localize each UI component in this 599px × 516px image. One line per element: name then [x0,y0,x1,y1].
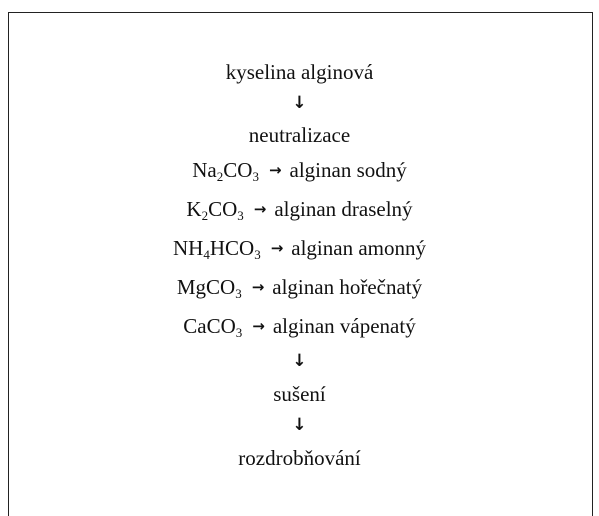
product-label: alginan amonný [291,236,426,260]
reagent-formula: K2CO3 [186,197,244,223]
reagent-formula: NH4HCO3 [173,236,261,262]
arrow-right-icon: → [253,200,267,218]
arrow-down-2: ↓ [292,351,307,371]
arrow-down-3: ↓ [292,415,307,435]
arrow-right-icon: → [252,317,265,335]
arrow-down-1: ↓ [292,93,307,113]
start-node: kyselina alginová [225,60,374,84]
arrow-right-icon: → [268,161,282,179]
reagent-formula: MgCO3 [176,275,242,301]
product-label: alginan draselný [274,197,413,221]
reagent-formula: CaCO3 [183,314,243,340]
arrow-right-icon: → [270,239,284,257]
reagent-formula: Na2CO3 [192,158,259,184]
product-label: alginan vápenatý [272,314,416,338]
drying-node: sušení [273,382,326,406]
product-label: alginan hořečnatý [272,275,423,299]
reaction-row-ammonium: NH4HCO3 → alginan amonný [0,236,599,262]
grinding-node: rozdrobňování [238,446,361,470]
reaction-row-magnesium: MgCO3 → alginan hořečnatý [0,275,599,301]
product-label: alginan sodný [289,158,407,182]
arrow-right-icon: → [251,278,265,296]
reaction-row-sodium: Na2CO3 → alginan sodný [0,158,599,184]
reaction-row-potassium: K2CO3 → alginan draselný [0,197,599,223]
diagram-frame [8,12,593,516]
reaction-row-calcium: CaCO3 → alginan vápenatý [0,314,599,340]
neutralization-node: neutralizace [248,123,351,147]
